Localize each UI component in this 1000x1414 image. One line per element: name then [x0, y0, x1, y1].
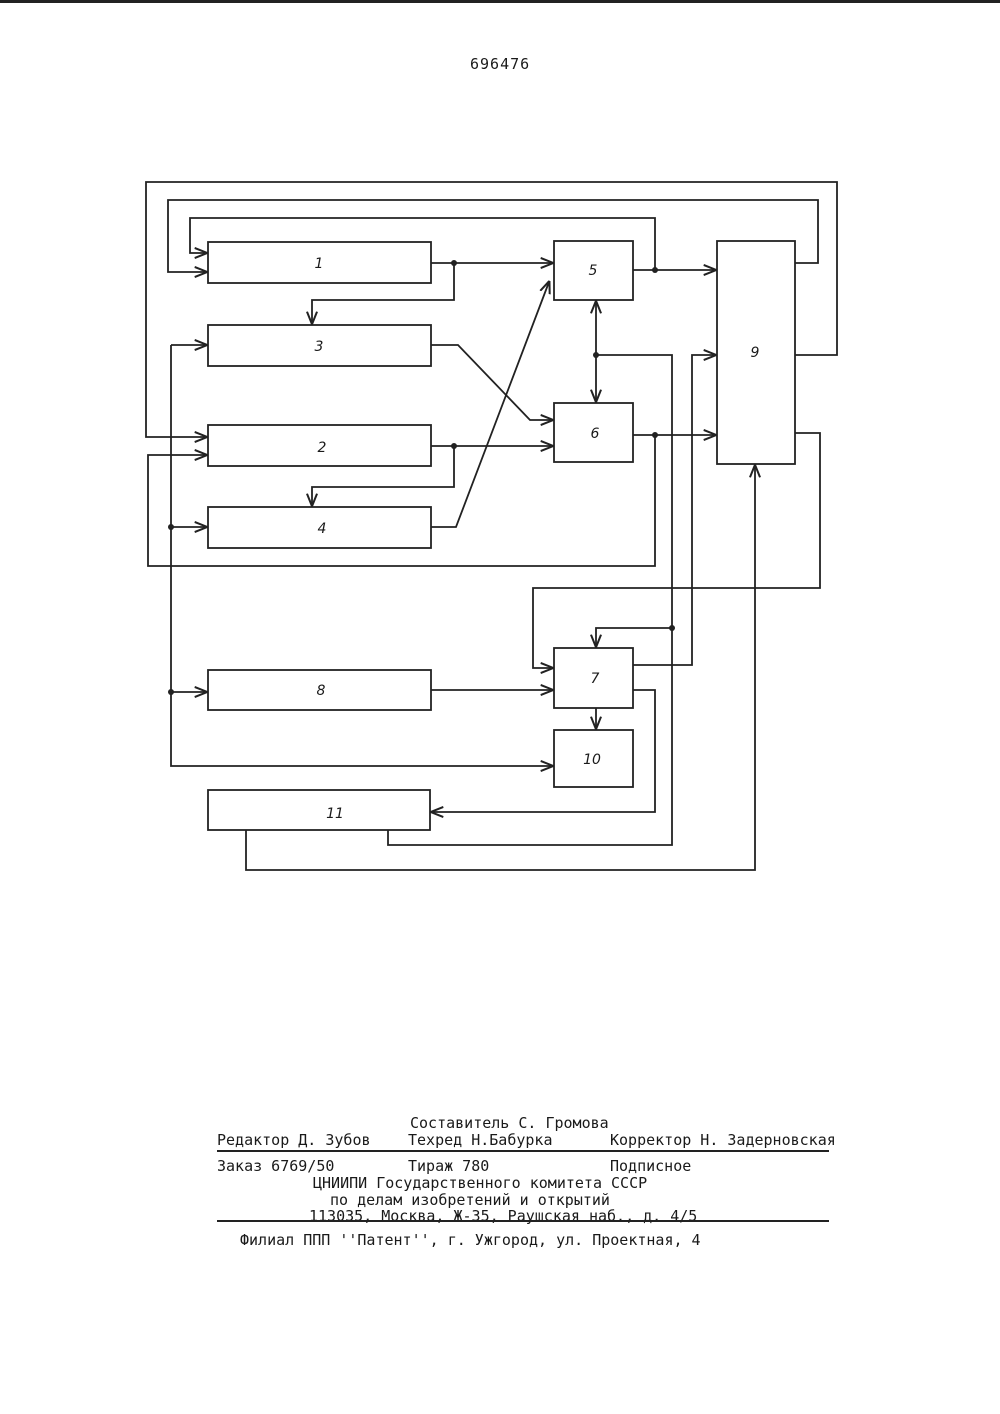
block-7-label: 7 — [591, 671, 600, 687]
block-4-label: 4 — [318, 521, 327, 537]
imprint-branch: Филиал ППП ''Патент'', г. Ужгород, ул. П… — [240, 1231, 701, 1249]
imprint-order: Заказ 6769/50 — [217, 1157, 334, 1175]
block-8-label: 8 — [317, 683, 326, 699]
imprint-address: 113035, Москва, Ж-35, Раушская наб., д. … — [309, 1207, 697, 1225]
imprint-circulation: Тираж 780 — [408, 1157, 489, 1175]
block-11 — [208, 790, 430, 830]
block-11-label: 11 — [326, 806, 344, 822]
block-6-label: 6 — [591, 426, 600, 442]
imprint-org-line1: ЦНИИПИ Государственного комитета СССР — [313, 1174, 647, 1192]
block-10-label: 10 — [583, 752, 601, 768]
imprint-corrector: Корректор Н. Задерновская — [610, 1131, 836, 1149]
imprint-subscription: Подписное — [610, 1157, 691, 1175]
block-1-label: 1 — [315, 256, 324, 272]
imprint-compiler: Составитель С. Громова — [410, 1114, 609, 1132]
block-2-label: 2 — [318, 440, 327, 456]
block-9-label: 9 — [751, 345, 760, 361]
block-5-label: 5 — [589, 263, 598, 279]
imprint-rule-top — [217, 1150, 829, 1152]
block-3-label: 3 — [315, 339, 324, 355]
imprint-rule-bottom — [217, 1220, 829, 1222]
imprint-editor: Редактор Д. Зубов — [217, 1131, 371, 1149]
block-diagram: 1 3 2 4 5 6 9 7 8 10 11 — [0, 0, 1000, 900]
imprint-techeditor: Техред Н.Бабурка — [408, 1131, 553, 1149]
